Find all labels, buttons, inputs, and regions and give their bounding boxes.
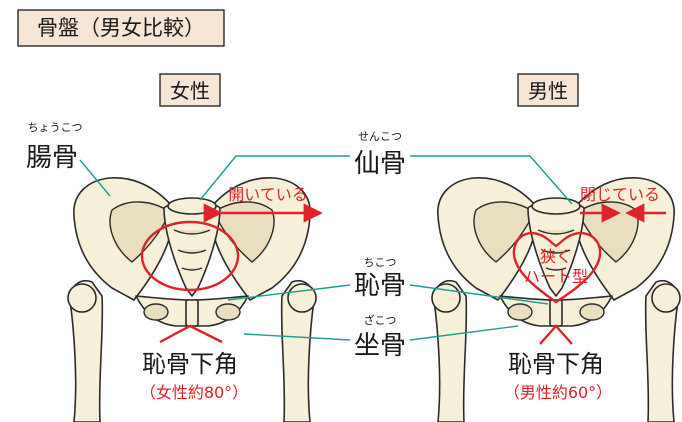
male-inlet-note-2: ハート型 <box>524 267 588 286</box>
male-heart-inlet-outline <box>512 231 602 304</box>
ilium-label: 腸骨 <box>26 143 78 173</box>
male-label: 男性 <box>528 79 568 103</box>
female-inlet-outline <box>140 220 240 292</box>
pubis-label: 恥骨 <box>354 271 406 301</box>
title-tag: 骨盤（男女比較） <box>17 9 225 47</box>
male-angle-label: 恥骨下角 <box>508 350 604 378</box>
female-tag: 女性 <box>159 73 221 107</box>
female-label: 女性 <box>170 79 210 103</box>
ischium-ruby: ざこつ <box>364 313 397 327</box>
pubis-ruby: ちこつ <box>364 256 397 269</box>
male-tag: 男性 <box>517 73 579 107</box>
female-open-note: 開いている <box>228 185 308 204</box>
pubis-leader-left <box>227 284 351 301</box>
female-angle-note: （女性約80°） <box>140 383 248 402</box>
female-angle-mark <box>159 324 223 344</box>
sacrum-label: 仙骨 <box>354 149 406 179</box>
ischium-leader-right <box>409 325 519 341</box>
pubis-leader-right <box>409 284 549 305</box>
ilium-ruby: ちょうこつ <box>28 121 83 134</box>
ilium-leader <box>79 159 111 197</box>
sacrum-ruby: せんこつ <box>358 130 402 143</box>
female-angle-label: 恥骨下角 <box>142 350 238 378</box>
ischium-label: 坐骨 <box>354 331 406 361</box>
male-angle-note: （男性約60°） <box>504 383 612 402</box>
sacrum-leader-left <box>199 155 350 201</box>
male-open-note: 閉じている <box>580 185 660 204</box>
sacrum-leader-right <box>410 155 573 205</box>
page-title: 骨盤（男女比較） <box>37 16 205 40</box>
ischium-leader-left <box>243 333 351 341</box>
male-angle-mark <box>539 324 573 345</box>
male-inlet-note-1: 狭く <box>540 247 572 266</box>
